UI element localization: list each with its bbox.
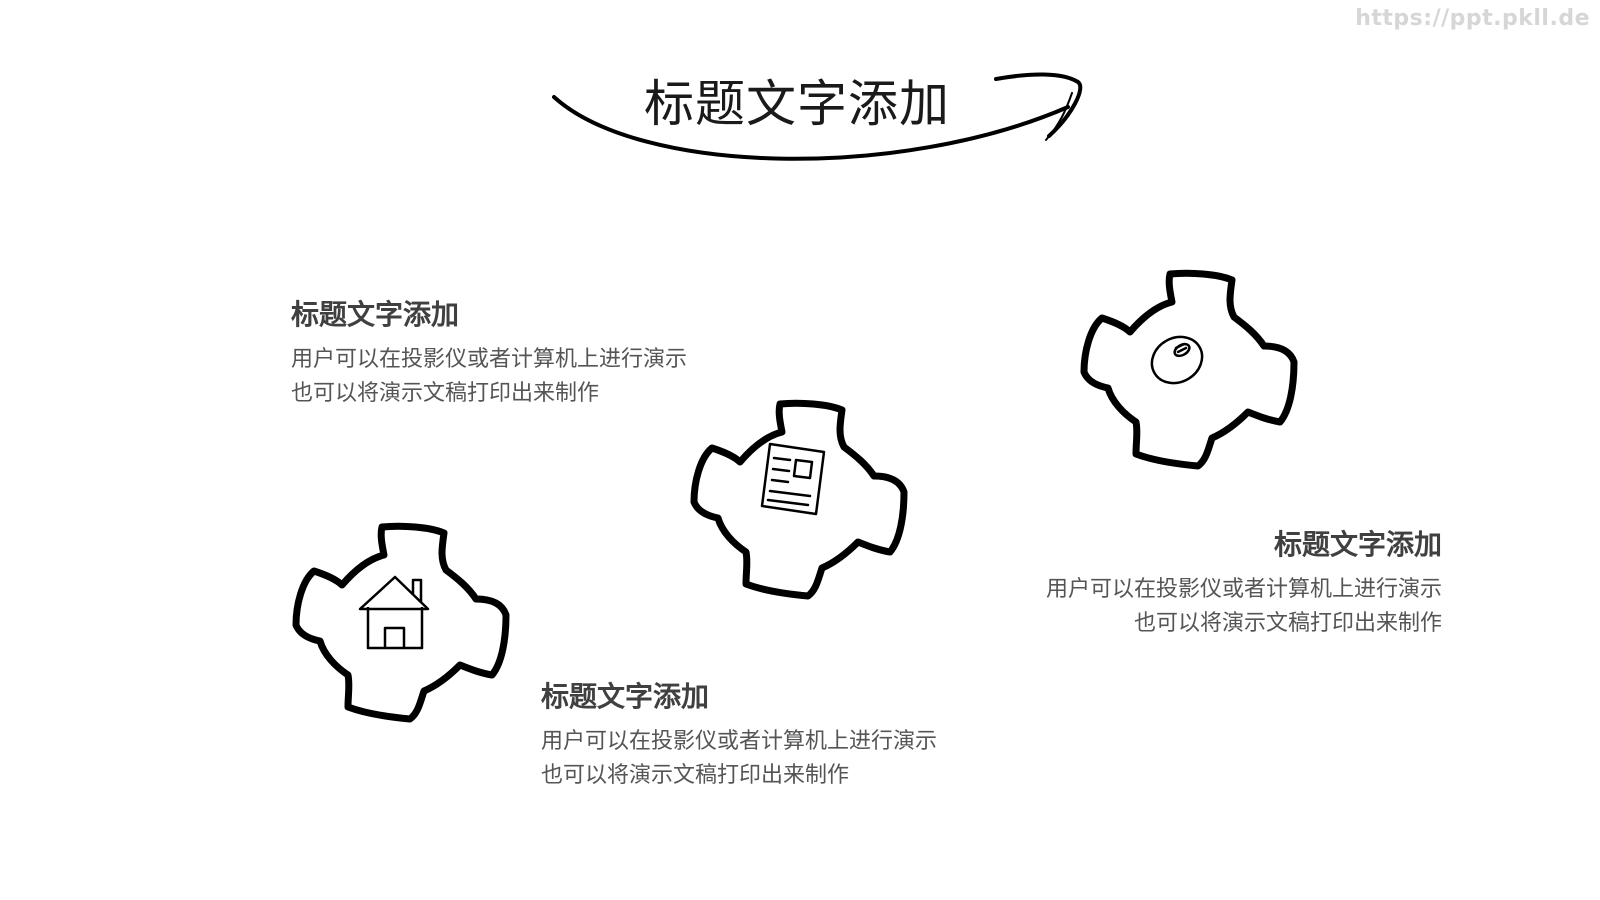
block-description-line: 也可以将演示文稿打印出来制作 bbox=[1133, 611, 1442, 636]
gear-shape bbox=[1080, 269, 1298, 470]
mouse-icon bbox=[1150, 335, 1204, 385]
block-description-line: 用户可以在投影仪或者计算机上进行演示 bbox=[1045, 577, 1442, 602]
block-title: 标题文字添加 bbox=[1273, 528, 1442, 561]
block-description-line: 用户可以在投影仪或者计算机上进行演示 bbox=[291, 347, 688, 372]
block-title: 标题文字添加 bbox=[291, 298, 460, 331]
block-description-line: 也可以将演示文稿打印出来制作 bbox=[541, 763, 850, 788]
document-icon bbox=[760, 442, 826, 516]
text-block-1: 标题文字添加 用户可以在投影仪或者计算机上进行演示 也可以将演示文稿打印出来制作 bbox=[291, 293, 721, 411]
block-title: 标题文字添加 bbox=[541, 680, 710, 713]
block-description-line: 用户可以在投影仪或者计算机上进行演示 bbox=[541, 729, 938, 754]
text-block-3: 标题文字添加 用户可以在投影仪或者计算机上进行演示 也可以将演示文稿打印出来制作 bbox=[1012, 523, 1442, 641]
gear-shape bbox=[690, 399, 908, 600]
text-block-2: 标题文字添加 用户可以在投影仪或者计算机上进行演示 也可以将演示文稿打印出来制作 bbox=[541, 675, 971, 793]
block-description-line: 也可以将演示文稿打印出来制作 bbox=[291, 381, 600, 406]
slide-title: 标题文字添加 bbox=[644, 75, 950, 133]
title-swoosh-arrow bbox=[552, 72, 1083, 161]
gear-shape bbox=[292, 522, 510, 723]
watermark-text: https://ppt.pkll.de bbox=[1355, 6, 1590, 31]
house-icon bbox=[358, 575, 430, 650]
